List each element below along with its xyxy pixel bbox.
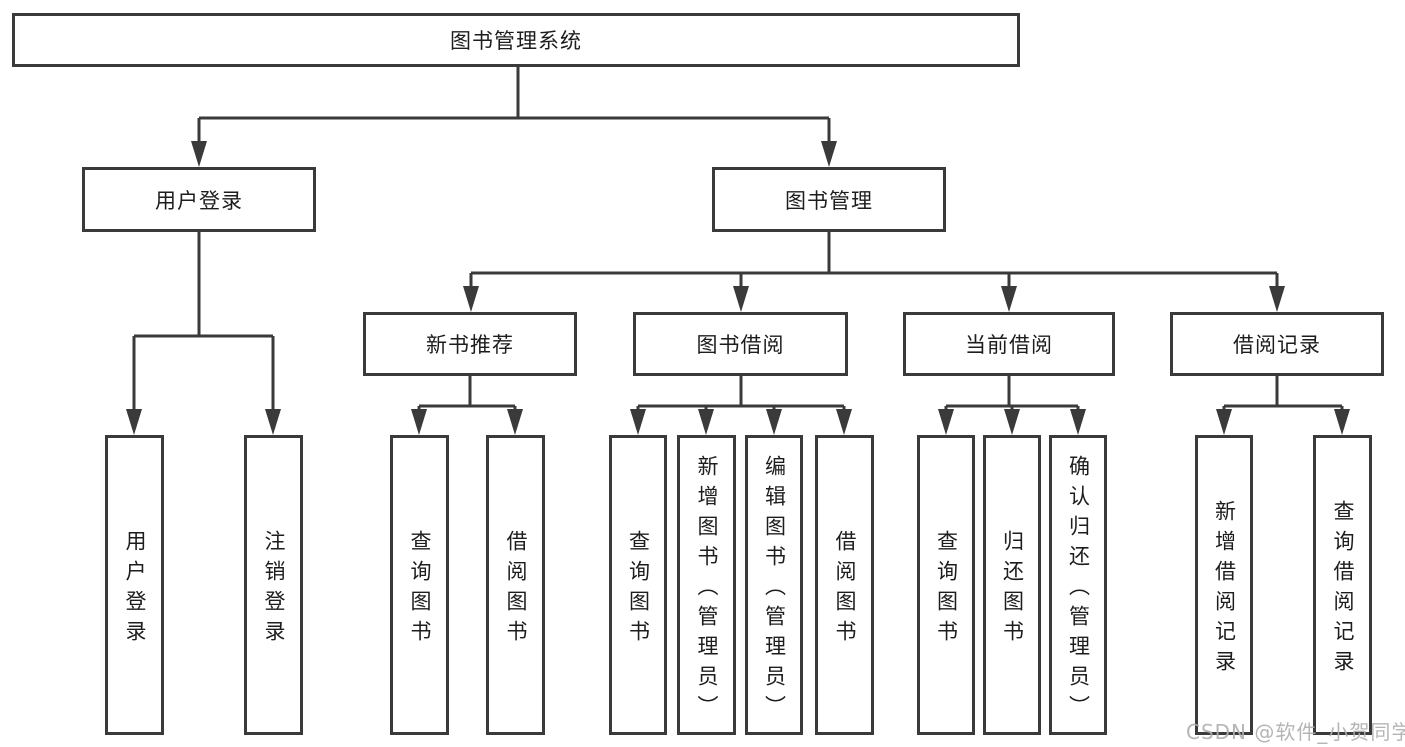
leaf-borrow-books-1: 借阅图书	[486, 435, 545, 735]
leaf-borrow-books-2: 借阅图书	[815, 435, 874, 735]
leaf-confirm-return-admin: 确认归还（管理员）	[1049, 435, 1107, 735]
leaf-query-books-1: 查询图书	[390, 435, 449, 735]
node-label: 图书借阅	[696, 333, 785, 357]
node-label: 借阅图书	[504, 529, 528, 650]
leaf-add-books-admin: 新增图书（管理员）	[677, 435, 736, 735]
node-library-management-system: 图书管理系统	[12, 13, 1020, 67]
node-label: 查询借阅记录	[1331, 499, 1355, 680]
node-label: 借阅图书	[833, 529, 857, 650]
leaf-logout: 注销登录	[244, 435, 303, 735]
node-label: 用户登录	[155, 188, 243, 213]
node-borrowing-records: 借阅记录	[1170, 312, 1384, 376]
node-label: 查询图书	[934, 529, 959, 650]
node-label: 新书推荐	[426, 333, 514, 357]
node-book-borrowing: 图书借阅	[633, 312, 848, 376]
node-current-borrowing: 当前借阅	[903, 312, 1115, 376]
node-label: 归还图书	[1000, 529, 1025, 650]
node-label: 查询图书	[626, 529, 651, 650]
node-label: 图书管理	[785, 188, 873, 213]
node-user-login: 用户登录	[82, 167, 316, 232]
leaf-query-books-2: 查询图书	[609, 435, 667, 735]
arrowheads	[126, 141, 1350, 435]
node-book-management: 图书管理	[712, 167, 946, 232]
leaf-query-books-3: 查询图书	[917, 435, 975, 735]
leaf-edit-books-admin: 编辑图书（管理员）	[745, 435, 803, 735]
node-label: 新增图书（管理员）	[695, 454, 719, 725]
leaf-query-borrow-record: 查询借阅记录	[1313, 435, 1372, 735]
node-label: 编辑图书（管理员）	[762, 454, 787, 725]
node-label: 用户登录	[123, 529, 147, 650]
node-label: 确认归还（管理员）	[1066, 454, 1091, 725]
leaf-return-books: 归还图书	[983, 435, 1041, 735]
leaf-user-login: 用户登录	[105, 435, 164, 735]
node-new-book-recommendation: 新书推荐	[363, 312, 577, 376]
node-label: 新增借阅记录	[1212, 499, 1237, 680]
node-label: 查询图书	[408, 529, 432, 650]
node-label: 注销登录	[262, 529, 286, 650]
node-label: 图书管理系统	[450, 29, 582, 53]
leaf-add-borrow-record: 新增借阅记录	[1195, 435, 1253, 735]
csdn-watermark: CSDN @软件_小贺同学	[1186, 720, 1405, 744]
node-label: 借阅记录	[1233, 333, 1321, 357]
node-label: 当前借阅	[965, 333, 1053, 357]
